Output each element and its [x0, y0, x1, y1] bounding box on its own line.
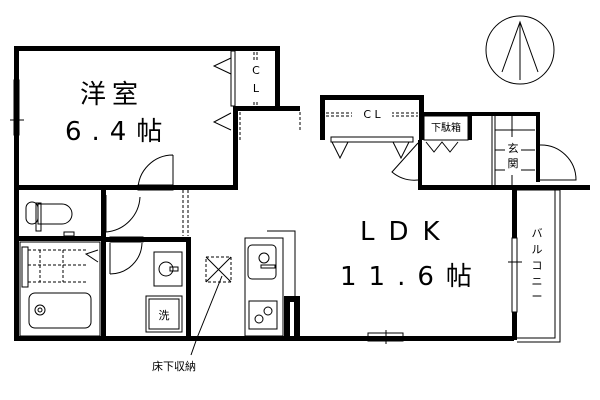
bedroom-size: 6.4帖 [65, 117, 172, 147]
doors [105, 110, 577, 275]
closet-label: C [252, 64, 260, 77]
underfloor-storage-label: 床下収納 [152, 359, 196, 373]
ldk-size: 11.6帖 [340, 262, 484, 292]
balcony-label: バ [532, 227, 543, 240]
entrance-label: 玄 [508, 141, 519, 155]
closet-bedroom: C L [212, 50, 264, 131]
balcony: バ ル コ ニ ー [517, 189, 561, 343]
underfloor-storage: 床下収納 [152, 256, 232, 373]
bedroom-name: 洋室 [80, 80, 144, 110]
sink-icon [153, 251, 183, 287]
entrance-label: 関 [508, 157, 519, 170]
toilet-icon [25, 201, 75, 237]
balcony-label: ニ [532, 275, 543, 288]
walls [14, 46, 590, 341]
entrance: 玄 関 [491, 116, 535, 185]
closet-label: L [253, 82, 260, 95]
shoe-box: 下駄箱 [423, 115, 469, 153]
closet-ldk: C L [326, 107, 418, 160]
balcony-label: ー [532, 290, 543, 303]
balcony-label: コ [532, 259, 543, 272]
north-compass-icon [485, 15, 555, 85]
closet-label: C L [363, 108, 381, 121]
ldk-name: LDK [360, 217, 454, 247]
shoe-box-label: 下駄箱 [431, 121, 461, 134]
laundry-label: 洗 [159, 309, 170, 322]
washing-machine: 洗 [145, 295, 183, 333]
bathtub-icon [19, 241, 101, 337]
kitchen-counter [244, 230, 296, 337]
windows [10, 79, 522, 344]
balcony-label: ル [532, 243, 543, 256]
